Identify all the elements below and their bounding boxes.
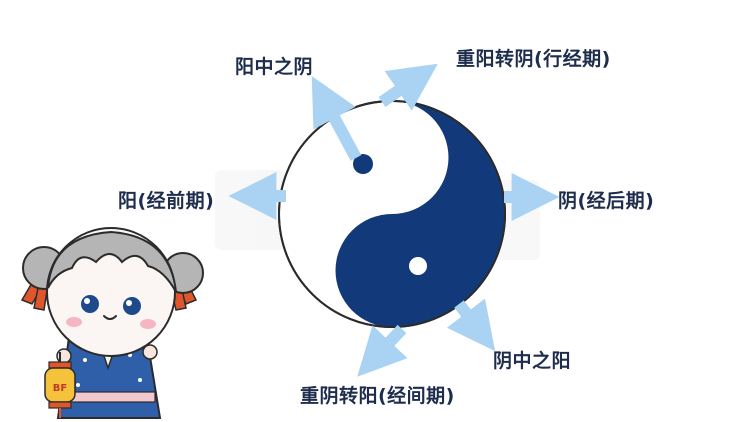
arrows [228, 63, 560, 377]
label-bottom: 重阴转阳(经间期) [300, 385, 455, 407]
lantern: BF [44, 352, 76, 418]
label-right: 阴(经后期) [558, 190, 655, 212]
left-eye [81, 295, 99, 313]
label-top-left: 阳中之阴 [235, 56, 314, 78]
lantern-text: BF [53, 383, 67, 394]
arrow-bottom-right [446, 298, 496, 352]
yin-dark-half [335, 101, 505, 327]
arrow-bottom [357, 324, 408, 377]
yin-dot [409, 257, 427, 275]
yin-yang-symbol [278, 100, 506, 328]
right-eye [123, 297, 141, 315]
label-left: 阳(经前期) [118, 190, 215, 212]
hair [47, 230, 177, 293]
arrow-top-left [311, 75, 362, 161]
label-bottom-right: 阴中之阳 [493, 350, 572, 372]
yang-dot [353, 154, 373, 174]
label-top-right: 重阳转阴(行经期) [456, 48, 611, 70]
arrow-top-right [378, 63, 438, 111]
mascot-girl: BF [20, 227, 204, 419]
